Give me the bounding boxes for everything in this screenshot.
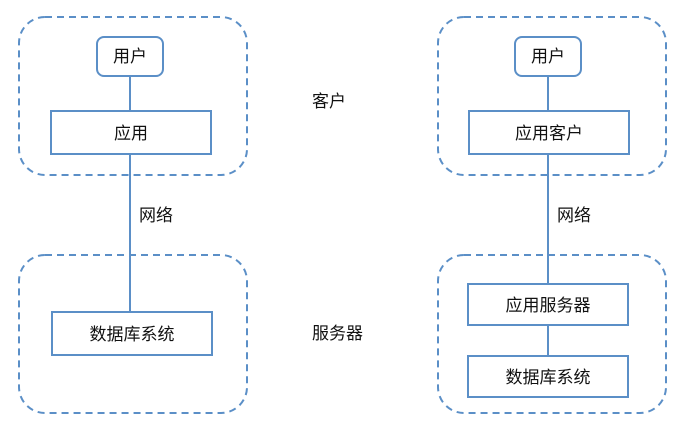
left-server-zone xyxy=(18,254,248,414)
right-network-label: 网络 xyxy=(557,206,591,226)
right-user-label: 用户 xyxy=(531,47,565,67)
left-client-zone xyxy=(18,16,248,176)
right-db-box: 数据库系统 xyxy=(467,355,629,398)
left-app-box: 应用 xyxy=(50,110,212,155)
left-db-box: 数据库系统 xyxy=(51,311,213,356)
right-db-label: 数据库系统 xyxy=(506,368,591,388)
left-db-label: 数据库系统 xyxy=(90,325,175,345)
left-user-label: 用户 xyxy=(113,47,147,67)
right-app-client-box: 应用客户 xyxy=(468,110,630,155)
right-app-server-box: 应用服务器 xyxy=(467,283,629,326)
right-server-zone xyxy=(437,254,667,414)
left-app-label: 应用 xyxy=(114,124,148,144)
server-tier-label: 服务器 xyxy=(312,324,363,344)
tier-labels: 客户 服务器 xyxy=(312,92,363,344)
right-architecture: 用户 应用客户 网络 应用服务器 数据库系统 xyxy=(437,16,667,414)
client-tier-label: 客户 xyxy=(312,92,346,112)
right-user-box: 用户 xyxy=(514,36,582,77)
left-architecture: 用户 应用 网络 数据库系统 xyxy=(18,16,248,414)
right-client-zone xyxy=(437,16,667,176)
right-app-client-label: 应用客户 xyxy=(515,124,583,144)
left-user-box: 用户 xyxy=(96,36,164,77)
left-network-label: 网络 xyxy=(139,206,173,226)
right-app-server-label: 应用服务器 xyxy=(506,296,591,316)
